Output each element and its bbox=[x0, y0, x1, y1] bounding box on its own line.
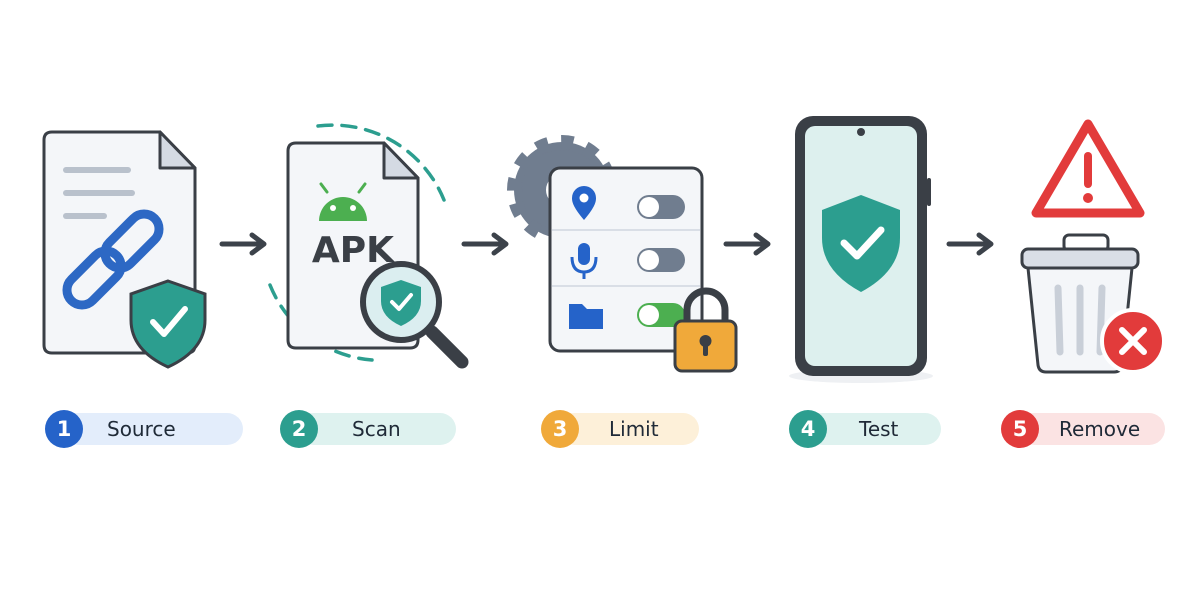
shield-check-icon bbox=[129, 279, 207, 369]
arrow-4-to-5 bbox=[946, 232, 994, 256]
step-1: 1 Source bbox=[45, 409, 243, 448]
scan-dashed-arc bbox=[268, 123, 446, 362]
arrow-2-to-3 bbox=[461, 232, 509, 256]
step-number-badge: 4 bbox=[789, 409, 827, 448]
step-number-badge: 1 bbox=[45, 409, 83, 448]
step-5: 5 Remove bbox=[1001, 409, 1165, 448]
shield-check-icon bbox=[822, 195, 900, 292]
link-icon bbox=[62, 209, 164, 310]
toggle-icon-location bbox=[637, 195, 685, 219]
step-number-badge: 2 bbox=[280, 409, 318, 448]
android-icon bbox=[319, 182, 367, 221]
step-number-badge: 5 bbox=[1001, 409, 1039, 448]
arrow-3-to-4 bbox=[723, 232, 771, 256]
step-4: 4 Test bbox=[789, 409, 941, 448]
warning-icon bbox=[1031, 119, 1145, 218]
arrow-1-to-2 bbox=[219, 232, 267, 256]
folder-icon bbox=[569, 304, 603, 329]
step-pill bbox=[1019, 413, 1165, 445]
step-pill bbox=[63, 413, 243, 445]
apk-file-icon: APK bbox=[286, 141, 420, 350]
toggle-icon-folder bbox=[637, 303, 685, 327]
padlock-icon bbox=[673, 287, 738, 373]
step-3: 3 Limit bbox=[541, 409, 699, 448]
step-pill bbox=[298, 413, 456, 445]
step-label-text: Test bbox=[859, 417, 899, 441]
step-label-text: Scan bbox=[352, 417, 401, 441]
location-icon bbox=[572, 186, 596, 220]
step-label-text: Limit bbox=[609, 417, 659, 441]
step-pill bbox=[559, 413, 699, 445]
step-2: 2 Scan bbox=[280, 409, 456, 448]
step-number-badge: 3 bbox=[541, 409, 579, 448]
step-label-text: Remove bbox=[1059, 417, 1141, 441]
microphone-icon bbox=[570, 243, 598, 279]
step-pill bbox=[807, 413, 941, 445]
apk-text: APK bbox=[312, 230, 395, 271]
error-x-icon bbox=[1100, 308, 1166, 374]
magnifier-icon bbox=[360, 261, 469, 369]
step-label-text: Source bbox=[107, 417, 176, 441]
toggle-icon-microphone bbox=[637, 248, 685, 272]
